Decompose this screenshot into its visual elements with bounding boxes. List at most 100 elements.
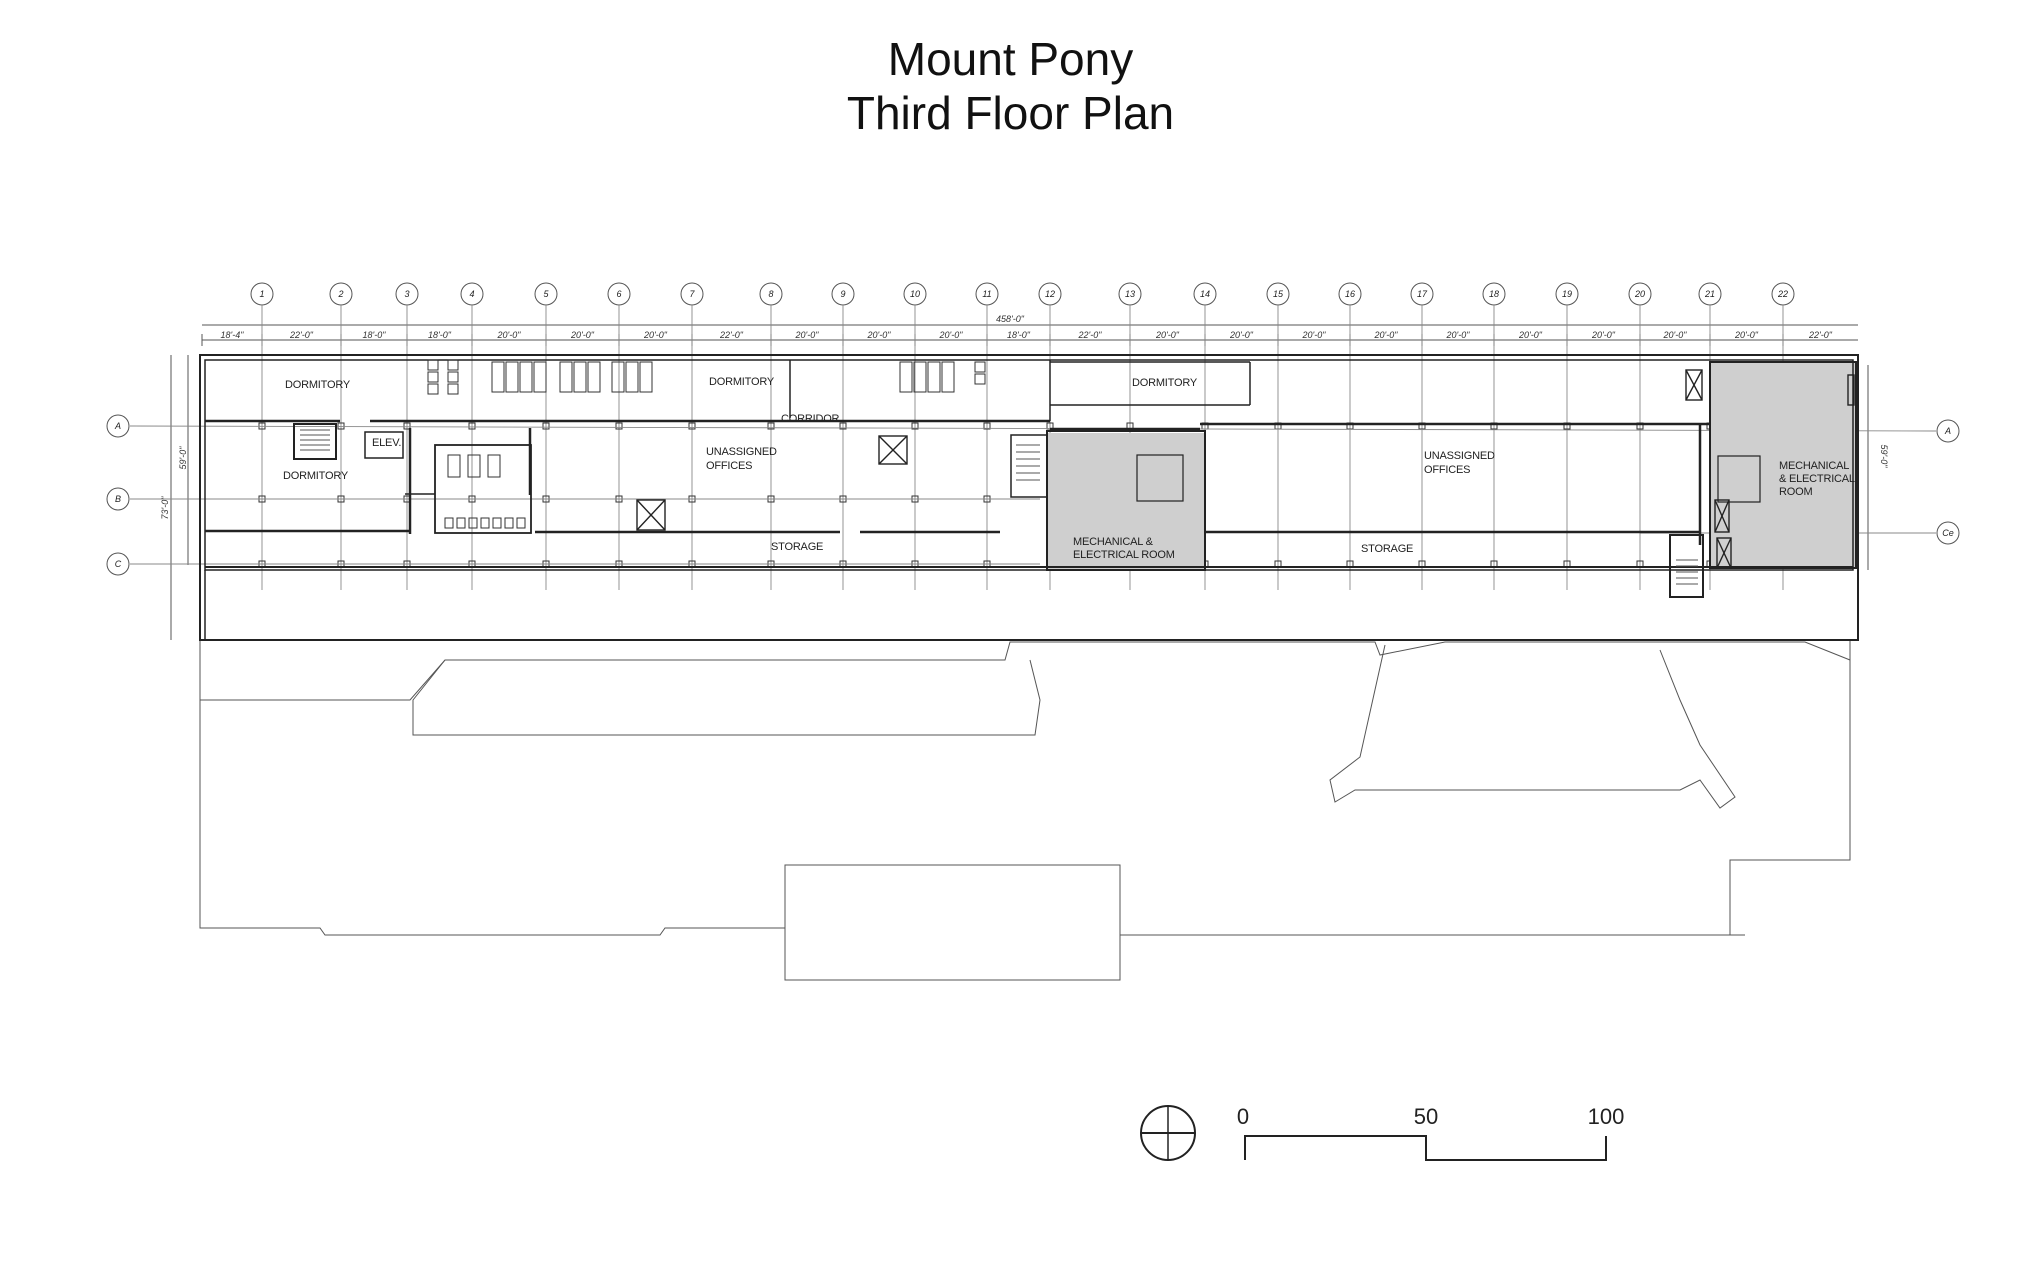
- column-bubble-label: 17: [1417, 289, 1428, 299]
- side-dimensions: [170, 355, 1869, 640]
- structural-grid-lines: [258, 305, 1787, 590]
- toilet-fixture-icon: [427, 371, 439, 383]
- column-marker: [688, 422, 696, 430]
- building-outline: [199, 354, 1859, 641]
- label-mech-center-1: MECHANICAL &: [1073, 536, 1154, 548]
- bay-dimension: 20'-0": [1374, 330, 1399, 340]
- bay-dimension: 20'-0": [867, 330, 892, 340]
- label-dormitory-1: DORMITORY: [285, 379, 351, 391]
- column-bubble-label: 20: [1634, 289, 1645, 299]
- lower-floor-outline: [199, 640, 1851, 981]
- label-offices-east-2: OFFICES: [1424, 464, 1470, 476]
- shaft-marks: [636, 369, 1855, 569]
- row-bubble-ce-right: Ce: [1942, 528, 1954, 538]
- bay-dimension: 20'-0": [1518, 330, 1543, 340]
- label-offices-west-2: OFFICES: [706, 460, 752, 472]
- side-dim-left: 59'-0": [178, 446, 188, 470]
- interior-walls: [205, 360, 1857, 598]
- row-bubble-a-right: A: [1944, 426, 1951, 436]
- bay-dimension: 22'-0": [1808, 330, 1833, 340]
- bay-dimension: 20'-0": [497, 330, 522, 340]
- stair-west: [300, 429, 330, 451]
- toilet-fixture-icon: [913, 361, 927, 393]
- label-offices-east-1: UNASSIGNED: [1424, 450, 1495, 462]
- label-dormitory-4: DORMITORY: [1132, 377, 1198, 389]
- bay-dimension: 20'-0": [643, 330, 668, 340]
- bay-dimension: 20'-0": [1663, 330, 1688, 340]
- bay-dimension: 22'-0": [289, 330, 314, 340]
- label-storage-east: STORAGE: [1361, 543, 1413, 555]
- column-bubble-label: 2: [337, 289, 343, 299]
- plumbing-fixtures: [427, 359, 986, 529]
- toilet-fixture-icon: [899, 361, 913, 393]
- toilet-fixture-icon: [487, 454, 501, 478]
- toilet-fixture-icon: [492, 517, 502, 529]
- label-dormitory-3: DORMITORY: [709, 376, 775, 388]
- row-bubble-c-left: C: [115, 559, 122, 569]
- label-corridor: CORRIDOR: [781, 413, 840, 425]
- column-bubble-label: 10: [910, 289, 920, 299]
- row-bubble-a-left: A: [114, 421, 121, 431]
- bay-dimension: 22'-0": [719, 330, 744, 340]
- bay-dimension: 18'-0": [428, 330, 452, 340]
- label-mech-east-1: MECHANICAL: [1779, 460, 1849, 472]
- side-dim-overall: 73'-0": [160, 496, 170, 520]
- toilet-fixture-icon: [927, 361, 941, 393]
- column-marker: [839, 422, 847, 430]
- column-bubble-label: 19: [1562, 289, 1572, 299]
- toilet-fixture-icon: [480, 517, 490, 529]
- toilet-fixture-icon: [625, 361, 639, 393]
- column-marker: [337, 422, 345, 430]
- north-arrow: [1140, 1105, 1196, 1161]
- bay-dimension: 22'-0": [1078, 330, 1103, 340]
- scale-label-0: 0: [1237, 1104, 1249, 1129]
- bay-dimension: 20'-0": [1155, 330, 1180, 340]
- toilet-fixture-icon: [974, 361, 986, 373]
- column-marker: [615, 422, 623, 430]
- mech-room-east-fill: [1710, 362, 1856, 568]
- bay-dimension: 20'-0": [1446, 330, 1471, 340]
- bay-dimension: 20'-0": [1229, 330, 1254, 340]
- bay-dimension: 20'-0": [795, 330, 820, 340]
- bay-dimension: 20'-0": [1591, 330, 1616, 340]
- bay-dimension: 20'-0": [570, 330, 595, 340]
- row-bubble-b-left: B: [115, 494, 121, 504]
- column-bubble-label: 16: [1345, 289, 1355, 299]
- column-bubble-label: 22: [1777, 289, 1788, 299]
- column-bubble-label: 9: [840, 289, 845, 299]
- toilet-fixture-icon: [533, 361, 547, 393]
- column-bubble-label: 4: [469, 289, 474, 299]
- toilet-fixture-icon: [447, 454, 461, 478]
- toilet-fixture-icon: [505, 361, 519, 393]
- column-bubble-label: 13: [1125, 289, 1135, 299]
- stair-east: [1676, 559, 1698, 585]
- side-dim-right: 59'-0": [1879, 445, 1889, 469]
- column-bubble-label: 15: [1273, 289, 1284, 299]
- toilet-fixture-icon: [941, 361, 955, 393]
- toilet-fixture-icon: [427, 383, 439, 395]
- column-marker: [403, 422, 411, 430]
- bay-dimension: 20'-0": [1734, 330, 1759, 340]
- toilet-fixture-icon: [587, 361, 601, 393]
- bay-dimension: 18'-0": [1007, 330, 1031, 340]
- column-marker: [911, 422, 919, 430]
- toilet-fixture-icon: [611, 361, 625, 393]
- column-bubble-label: 12: [1045, 289, 1055, 299]
- bay-dimension: 20'-0": [939, 330, 964, 340]
- column-bubble-label: 5: [543, 289, 549, 299]
- label-mech-east-3: ROOM: [1779, 486, 1812, 498]
- toilet-fixture-icon: [559, 361, 573, 393]
- scale-label-100: 100: [1588, 1104, 1625, 1129]
- stair-center: [1016, 444, 1040, 481]
- scale-label-50: 50: [1414, 1104, 1438, 1129]
- toilet-fixture-icon: [504, 517, 514, 529]
- label-elevator: ELEV.: [372, 437, 401, 449]
- bay-dimension: 18'-0": [363, 330, 387, 340]
- column-marker: [983, 422, 991, 430]
- toilet-fixture-icon: [456, 517, 466, 529]
- row-bubbles: A B C A Ce: [106, 414, 1960, 576]
- column-bubble-label: 7: [689, 289, 695, 299]
- label-mech-center-2: ELECTRICAL ROOM: [1073, 549, 1175, 561]
- toilet-fixture-icon: [447, 371, 459, 383]
- bay-dimension: 20'-0": [1302, 330, 1327, 340]
